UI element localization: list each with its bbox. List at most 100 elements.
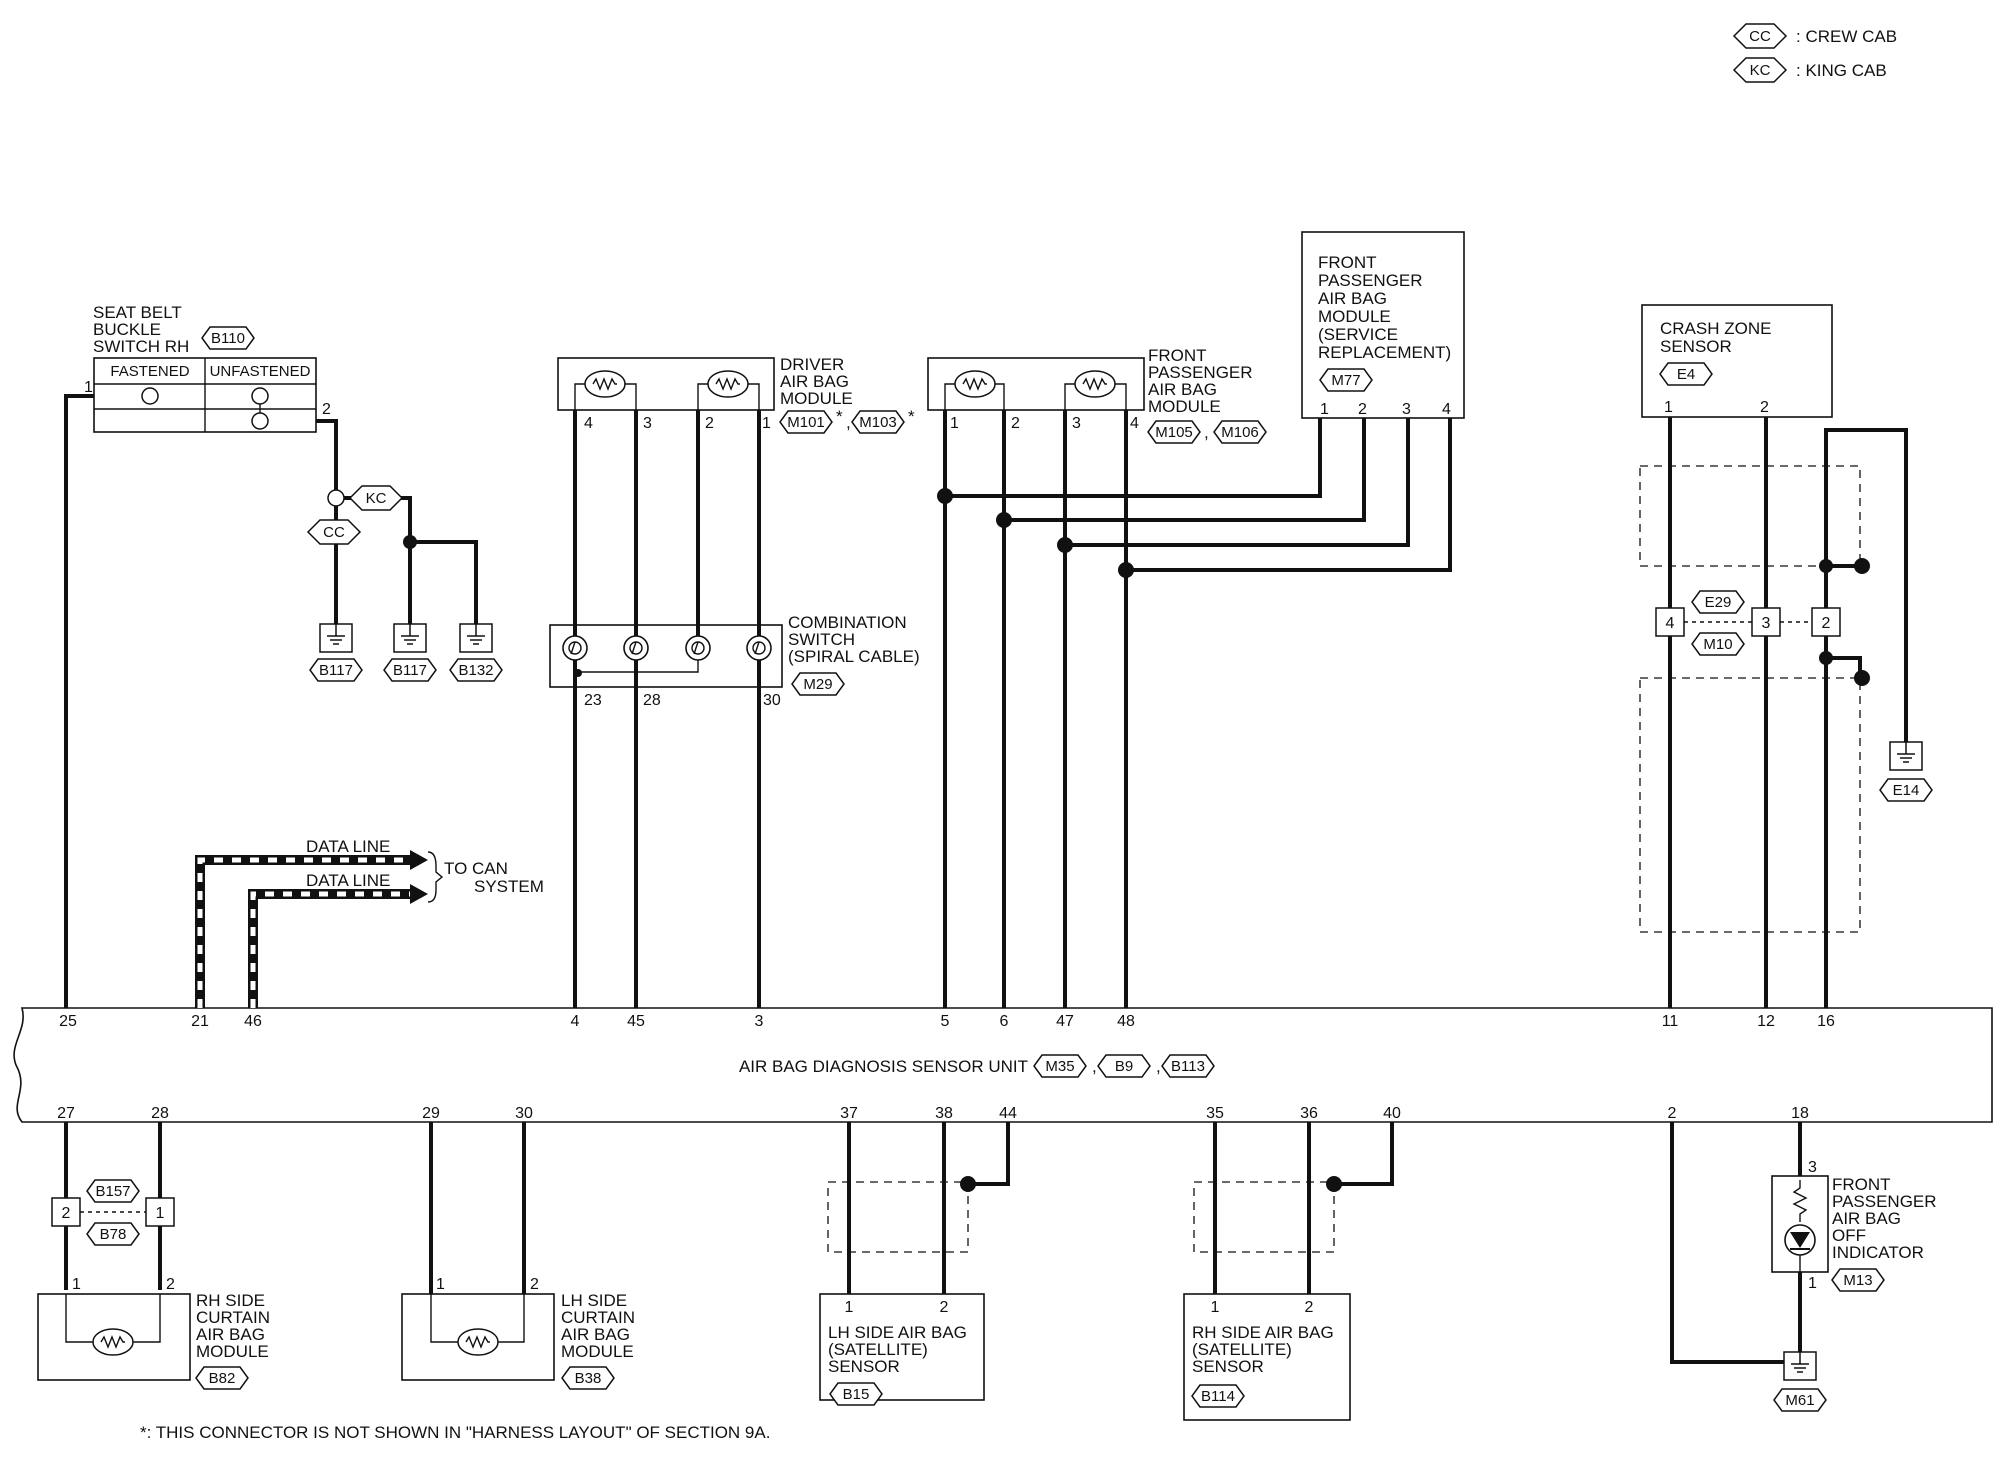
seat-belt-title-1: SEAT BELT	[93, 303, 182, 322]
driver-air-bag-module: 4 3 2 1 DRIVER AIR BAG MODULE M101 * , M…	[557, 355, 915, 434]
driver-title-1: DRIVER	[780, 355, 844, 374]
can-dest-2: SYSTEM	[474, 877, 544, 896]
svg-text:,: ,	[1156, 1057, 1161, 1076]
lh-sat-title-3: SENSOR	[828, 1357, 900, 1376]
lh-side-curtain-module: 1 2 LH SIDE CURTAIN AIR BAG MODULE B38	[401, 1276, 635, 1390]
unit-pin-38: 38	[935, 1105, 953, 1122]
crash-pin-2: 2	[1760, 399, 1769, 416]
unit-pin-45: 45	[627, 1013, 645, 1030]
lh-sat-pin-1: 1	[845, 1299, 854, 1316]
unit-pin-6: 6	[1000, 1013, 1009, 1030]
comb-pin-30: 30	[763, 692, 781, 709]
col-fastened: FASTENED	[110, 363, 189, 380]
rh-sat-title-3: SENSOR	[1192, 1357, 1264, 1376]
lh-curtain-connector: B38	[575, 1370, 602, 1387]
unit-pin-18: 18	[1791, 1105, 1809, 1122]
lh-curtain-pin-2: 2	[530, 1276, 539, 1293]
combination-switch: 23 28 30 COMBINATION SWITCH (SPIRAL CABL…	[549, 613, 920, 709]
fp-title-1: FRONT	[1148, 346, 1207, 365]
fp-connector-m105: M105	[1155, 424, 1193, 441]
rh-inline-pin-2: 2	[62, 1205, 71, 1222]
ground-e14: E14	[1879, 741, 1933, 802]
can-dest-1: TO CAN	[444, 859, 508, 878]
driver-pin-2: 2	[705, 415, 714, 432]
unit-pin-27: 27	[57, 1105, 75, 1122]
ground-b117-b-label: B117	[393, 662, 427, 679]
svc-connector: M77	[1331, 372, 1360, 389]
unit-pin-40: 40	[1383, 1105, 1401, 1122]
unit-pin-36: 36	[1300, 1105, 1318, 1122]
unit-pin-5: 5	[941, 1013, 950, 1030]
fp-pin-1: 1	[950, 415, 959, 432]
ground-b117-a: B117	[309, 623, 363, 682]
rh-inline-pin-1: 1	[156, 1205, 165, 1222]
lh-satellite-shield	[827, 1181, 969, 1253]
legend-code-kc: KC	[1750, 62, 1771, 79]
driver-title-3: MODULE	[780, 389, 853, 408]
ground-b117-a-label: B117	[319, 662, 353, 679]
rh-sat-title-2: (SATELLITE)	[1192, 1340, 1292, 1359]
ground-m61: M61	[1773, 1351, 1827, 1412]
svc-pin-1: 1	[1320, 401, 1329, 418]
crash-title-1: CRASH ZONE	[1660, 319, 1771, 338]
unit-pin-28: 28	[151, 1105, 169, 1122]
front-passenger-air-bag-off-indicator: 3 1 FRONT PASSENGER AIR BAG OFF INDICATO…	[1771, 1159, 1937, 1292]
svc-title-3: AIR BAG	[1318, 289, 1387, 308]
svc-title-1: FRONT	[1318, 253, 1377, 272]
unit-label: AIR BAG DIAGNOSIS SENSOR UNIT	[739, 1057, 1028, 1076]
svc-pin-4: 4	[1442, 401, 1451, 418]
lh-curtain-title-2: CURTAIN	[561, 1308, 635, 1327]
off-ind-pin-1: 1	[1808, 1275, 1817, 1292]
svc-pin-3: 3	[1402, 401, 1411, 418]
svc-title-5: (SERVICE	[1318, 325, 1398, 344]
service-replacement-module: FRONT PASSENGER AIR BAG MODULE (SERVICE …	[1301, 231, 1465, 419]
rh-side-curtain-module: 1 2 RH SIDE CURTAIN AIR BAG MODULE B82	[37, 1276, 270, 1390]
lh-sat-title-1: LH SIDE AIR BAG	[828, 1323, 967, 1342]
unit-pin-47: 47	[1056, 1013, 1074, 1030]
unit-pin-30: 30	[515, 1105, 533, 1122]
rh-satellite-sensor: 1 2 RH SIDE AIR BAG (SATELLITE) SENSOR B…	[1183, 1293, 1351, 1421]
svc-title-2: PASSENGER	[1318, 271, 1423, 290]
unit-pin-44: 44	[999, 1105, 1017, 1122]
unit-pin-16: 16	[1817, 1013, 1835, 1030]
rh-curtain-pin-1: 1	[72, 1276, 81, 1293]
driver-pin-4: 4	[584, 415, 593, 432]
svc-title-6: REPLACEMENT)	[1318, 343, 1451, 362]
svc-title-4: MODULE	[1318, 307, 1391, 326]
legend: CC : CREW CAB KC : KING CAB	[1733, 23, 1897, 83]
unit-connector-m35: M35	[1045, 1058, 1074, 1075]
legend-code-cc: CC	[1749, 28, 1771, 45]
off-ind-title-3: AIR BAG	[1832, 1209, 1901, 1228]
rh-sat-pin-1: 1	[1211, 1299, 1220, 1316]
rh-curtain-title-1: RH SIDE	[196, 1291, 265, 1310]
lh-curtain-title-3: AIR BAG	[561, 1325, 630, 1344]
unit-pin-12: 12	[1757, 1013, 1775, 1030]
comb-title-2: SWITCH	[788, 630, 855, 649]
svg-text:,: ,	[846, 413, 851, 432]
data-line-2: DATA LINE	[306, 871, 390, 890]
rh-inline-b78: B78	[100, 1226, 127, 1243]
cc-marker: CC	[307, 519, 361, 545]
ground-m61-label: M61	[1785, 1392, 1814, 1409]
lh-curtain-title-1: LH SIDE	[561, 1291, 627, 1310]
crash-zone-sensor: CRASH ZONE SENSOR E4 1 2	[1641, 304, 1833, 418]
ground-b132-label: B132	[458, 662, 493, 679]
unit-pin-46: 46	[244, 1013, 262, 1030]
crash-pin-1: 1	[1664, 399, 1673, 416]
legend-text-kc: : KING CAB	[1796, 61, 1887, 80]
kc-marker: KC	[349, 485, 403, 511]
comb-pin-23: 23	[584, 692, 602, 709]
unit-connector-b9: B9	[1115, 1058, 1133, 1075]
seat-belt-title-2: BUCKLE	[93, 320, 161, 339]
rh-curtain-title-2: CURTAIN	[196, 1308, 270, 1327]
rh-sat-title-1: RH SIDE AIR BAG	[1192, 1323, 1334, 1342]
rh-sat-pin-2: 2	[1305, 1299, 1314, 1316]
svc-pin-2: 2	[1358, 401, 1367, 418]
rh-curtain-title-4: MODULE	[196, 1342, 269, 1361]
joint-connector-m10: M10	[1703, 636, 1732, 653]
joint-pin-2: 2	[1822, 615, 1831, 632]
rh-curtain-title-3: AIR BAG	[196, 1325, 265, 1344]
unit-pin-35: 35	[1206, 1105, 1224, 1122]
unit-pin-29: 29	[422, 1105, 440, 1122]
shield-top	[1639, 465, 1861, 567]
